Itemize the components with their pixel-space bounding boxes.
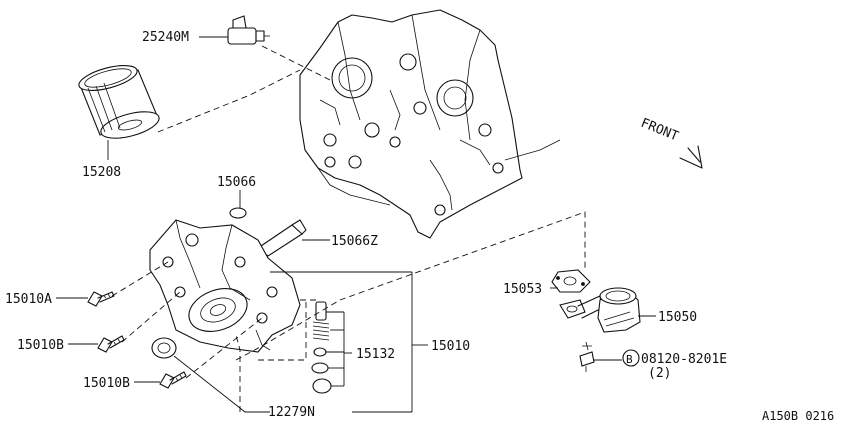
oil-pump-body — [149, 219, 301, 353]
strainer-gasket — [551, 269, 591, 293]
engine-block — [299, 9, 561, 239]
label-o-ring: 15066 — [217, 175, 256, 190]
bolt-15010b-lower — [159, 371, 187, 389]
label-strainer-gasket: 15053 — [503, 282, 542, 297]
o-ring — [229, 207, 247, 219]
relief-valve-stack — [311, 301, 352, 394]
strainer-bolt — [579, 341, 595, 372]
dipstick-tube — [257, 219, 307, 257]
reference-code: A150B 0216 — [762, 409, 834, 423]
label-pump-seal: 12279N — [268, 405, 315, 420]
label-strainer: 15050 — [658, 310, 697, 325]
label-bolt-b1: 15010B — [17, 338, 64, 353]
label-relief-valve-kit: 15132 — [356, 347, 395, 362]
oil-filter — [78, 65, 160, 139]
oil-pressure-sensor — [199, 15, 270, 45]
label-dipstick-tube: 15066Z — [331, 234, 378, 249]
front-arrow-icon — [679, 145, 703, 169]
pump-seal-ring — [151, 337, 177, 359]
label-sensor: 25240M — [142, 30, 189, 45]
alignment-lines — [111, 45, 586, 412]
front-label: FRONT — [639, 116, 681, 145]
label-oil-filter: 15208 — [82, 165, 121, 180]
label-bolt-b2: 15010B — [83, 376, 130, 391]
label-bolt-a: 15010A — [5, 292, 52, 307]
label-bolt-code: 08120-8201E — [641, 352, 727, 367]
pump-assembly-bracket — [270, 271, 428, 413]
oil-strainer — [559, 287, 641, 333]
bolt-marker-b-icon: B — [622, 349, 640, 367]
bolt-15010b-upper — [97, 335, 125, 353]
label-pump-assembly: 15010 — [431, 339, 470, 354]
bolt-15010a — [87, 291, 115, 307]
label-bolt-qty: (2) — [648, 366, 671, 381]
svg-text:B: B — [626, 353, 633, 366]
